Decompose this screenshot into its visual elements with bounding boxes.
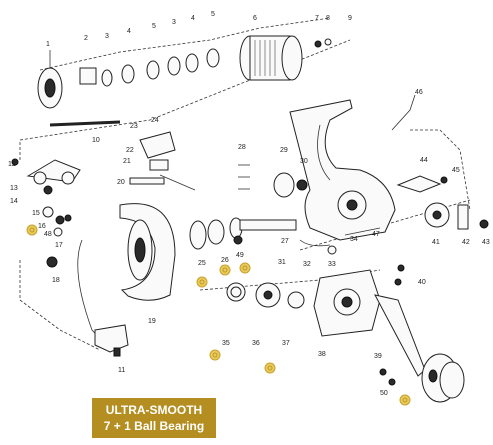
part-number: 9: [348, 15, 352, 22]
part-bail-holder: [94, 324, 129, 357]
part-number: 27: [281, 238, 289, 245]
part-number: 23: [130, 123, 138, 130]
part-number: 13: [10, 185, 18, 192]
part-number: 2: [84, 35, 88, 42]
bearing-highlight-ring: [222, 267, 228, 273]
part-number: 3: [105, 33, 109, 40]
part-number: 10: [92, 137, 100, 144]
part-number: 33: [328, 261, 336, 268]
bearing-highlight-dot: [239, 262, 251, 274]
part-handle-arm: [374, 294, 426, 377]
bearing-highlight-dot: [399, 394, 411, 406]
part-number: 45: [452, 167, 460, 174]
part-number: 40: [418, 279, 426, 286]
part-pinion-gear: [189, 217, 297, 250]
part-number: 29: [280, 147, 288, 154]
part-number: 31: [278, 259, 286, 266]
bearing-highlight-dot: [26, 224, 38, 236]
part-number: 6: [253, 15, 257, 22]
part-number: 4: [191, 15, 195, 22]
part-number: 5: [211, 11, 215, 18]
part-number: 41: [432, 239, 440, 246]
part-number: 38: [318, 351, 326, 358]
part-number: 21: [123, 158, 131, 165]
part-number: 34: [350, 236, 358, 243]
banner-subtitle: 7 + 1 Ball Bearing: [103, 419, 205, 433]
part-number: 37: [282, 340, 290, 347]
part-number: 12: [8, 161, 16, 168]
bearing-highlight-ring: [212, 352, 218, 358]
part-number: 44: [420, 157, 428, 164]
part-number: 17: [55, 242, 63, 249]
part-number: 36: [252, 340, 260, 347]
part-number: 50: [380, 390, 388, 397]
part-number: 5: [152, 23, 156, 30]
bearing-highlights: [26, 224, 411, 406]
part-number: 47: [372, 231, 380, 238]
part-screws: [238, 164, 308, 198]
part-number: 28: [238, 144, 246, 151]
banner-title: ULTRA-SMOOTH: [105, 403, 203, 417]
part-washers-left: [101, 48, 220, 87]
bearing-highlight-ring: [29, 227, 35, 233]
part-number: 42: [462, 239, 470, 246]
part-rotor-cap: [37, 50, 63, 109]
part-number: 1: [46, 41, 50, 48]
part-number: 7: [315, 15, 319, 22]
part-number: 39: [374, 353, 382, 360]
part-number: 43: [482, 239, 490, 246]
part-number: 8: [326, 15, 330, 22]
part-spool-washer: [324, 38, 332, 46]
part-bail-spring: [391, 94, 448, 193]
part-number: 14: [10, 198, 18, 205]
part-oscillation: [299, 227, 381, 255]
part-number: 15: [32, 210, 40, 217]
bearing-highlight-dot: [219, 264, 231, 276]
part-number: 30: [300, 158, 308, 165]
part-number: 11: [118, 367, 125, 374]
part-number: 48: [44, 231, 52, 238]
part-small-bearings: [64, 214, 396, 386]
part-number: 16: [38, 223, 46, 230]
bearing-highlight-ring: [199, 279, 205, 285]
part-number: 25: [198, 260, 206, 267]
part-number: 3: [172, 19, 176, 26]
bearing-highlight-dot: [264, 362, 276, 374]
part-drive-bearings: [226, 282, 305, 309]
part-side-cover: [313, 269, 381, 337]
part-number: 22: [126, 147, 134, 154]
part-number: 24: [151, 117, 159, 124]
part-reel-body: [289, 99, 396, 241]
bearing-highlight-ring: [402, 397, 408, 403]
part-spool: [239, 35, 303, 81]
bearing-highlight-dot: [209, 349, 221, 361]
bearing-highlight-ring: [267, 365, 273, 371]
part-roller-bearings: [42, 206, 65, 268]
part-number: 20: [117, 179, 125, 186]
part-number-labels: 1 2 3 4 5 3 4 5 6 7 8 9 10 11 12 13 14 1…: [8, 11, 490, 397]
part-spool-nut: [314, 40, 322, 48]
part-number: 18: [52, 277, 60, 284]
part-square-plate: [79, 67, 97, 85]
part-number: 49: [236, 252, 244, 259]
part-line-roller: [11, 158, 81, 195]
part-number: 26: [221, 257, 229, 264]
part-bail-wire: [77, 239, 107, 346]
bearing-banner: ULTRA-SMOOTH 7 + 1 Ball Bearing: [92, 398, 216, 438]
part-number: 4: [127, 28, 131, 35]
part-handle-knob: [421, 353, 465, 403]
part-bail-trip: [129, 131, 196, 191]
part-number: 19: [148, 318, 156, 325]
part-main-shaft: [49, 120, 121, 127]
part-number: 46: [415, 89, 423, 96]
part-anti-reverse: [394, 202, 489, 286]
bearing-highlight-ring: [242, 265, 248, 271]
part-number: 32: [303, 261, 311, 268]
part-rotor: [119, 203, 176, 301]
bearing-highlight-dot: [196, 276, 208, 288]
part-number: 35: [222, 340, 230, 347]
